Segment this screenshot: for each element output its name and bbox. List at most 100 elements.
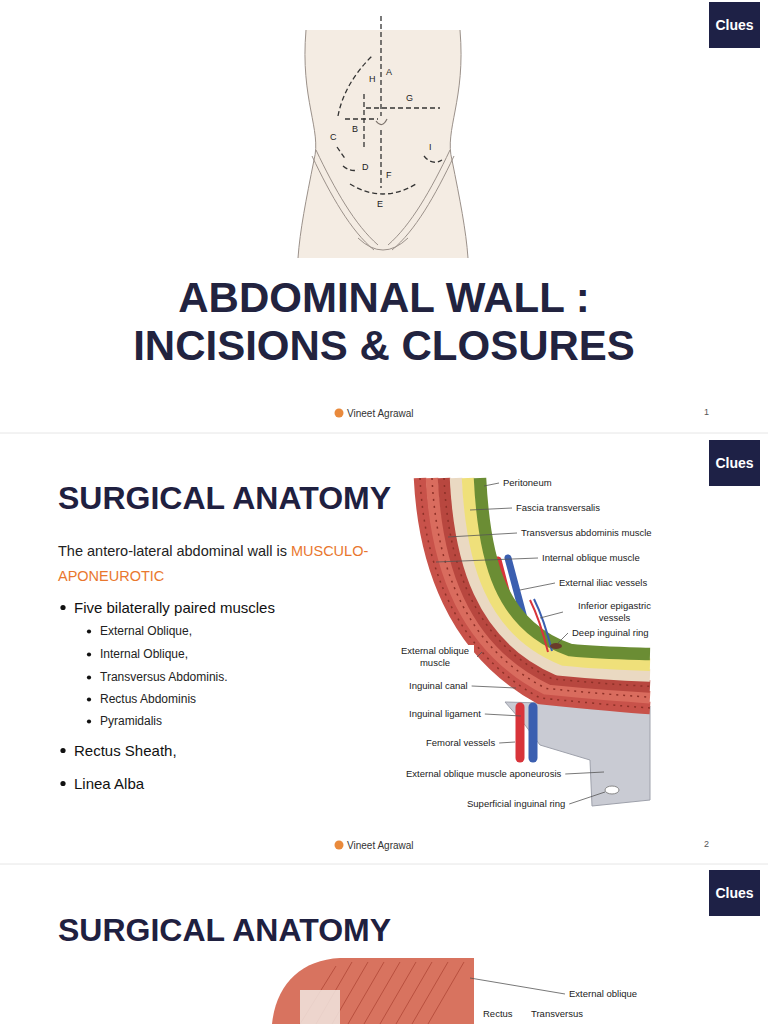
leader-line: [569, 792, 605, 804]
pubic-line: [358, 238, 408, 250]
author-name: Vineet Agrawal: [347, 407, 414, 420]
logo-text: Clues: [715, 17, 753, 33]
leader-line: [470, 508, 512, 510]
bullet-text: Linea Alba: [74, 774, 144, 793]
muscle-fibre: [364, 962, 400, 1024]
slide-heading: SURGICAL ANATOMY: [58, 910, 391, 950]
incision-line: [337, 147, 346, 160]
muscle-fibre: [380, 962, 416, 1024]
leader-line: [565, 772, 604, 774]
sub-bullet-text: Pyramidalis: [100, 714, 162, 729]
muscle-fibre: [444, 478, 650, 686]
sheath-patch: [300, 990, 340, 1024]
muscle-fibres: [420, 478, 650, 708]
sub-bullet-text: External Oblique,: [100, 624, 192, 639]
anatomy-label: External oblique muscle aponeurosis: [405, 768, 562, 780]
bullet-dot: [60, 748, 65, 753]
anatomy-label: Rectus: [482, 1008, 514, 1020]
anatomy-label: Deep inguinal ring: [571, 627, 650, 639]
bullet-dot: [87, 697, 91, 701]
deep-ring: [550, 643, 562, 649]
leader-line: [448, 533, 517, 537]
slide-divider: [0, 864, 768, 865]
anatomy-label: Inferior epigastric vessels: [566, 600, 663, 624]
muscle-fibres: [300, 962, 464, 1024]
author-dot: [335, 841, 344, 850]
logo-badge: Clues: [709, 440, 760, 486]
sub-bullet-text: Rectus Abdominis: [100, 692, 196, 707]
muscle-layer: [444, 478, 650, 686]
incision-line: [366, 107, 440, 108]
sub-bullet-text: Transversus Abdominis.: [100, 670, 228, 685]
anatomy-label: Peritoneum: [502, 477, 553, 489]
incision-letter: E: [377, 199, 383, 210]
femoral-vein: [529, 707, 538, 758]
leader-line: [436, 558, 538, 562]
logo-badge: Clues: [709, 2, 760, 48]
groin-line: [316, 150, 378, 245]
anatomy-label: Internal oblique muscle: [541, 552, 641, 564]
bullet-dot: [60, 781, 65, 786]
anatomy-label: External oblique muscle: [396, 645, 474, 669]
incision-letter: G: [406, 93, 413, 104]
incision-line: [350, 184, 416, 194]
muscle-fibre: [348, 962, 384, 1024]
leader-line: [484, 483, 499, 486]
logo-text: Clues: [715, 455, 753, 471]
torso-outline: [298, 30, 316, 258]
bullet-dot: [87, 629, 91, 633]
incision-letter: B: [352, 124, 358, 135]
femoral-artery: [516, 707, 525, 758]
groin-line: [388, 150, 450, 245]
groin-line: [312, 156, 374, 250]
fascia-layer: [456, 478, 650, 676]
incision-letter: D: [362, 162, 369, 173]
bullet-text: Five bilaterally paired muscles: [74, 598, 275, 617]
anatomy-label: External oblique: [568, 988, 638, 1000]
aponeurosis: [505, 702, 650, 806]
peritoneum-layer: [480, 478, 650, 654]
incision-line: [338, 56, 372, 116]
muscle-layer: [420, 478, 650, 708]
slide-heading: SURGICAL ANATOMY: [58, 478, 391, 518]
muscle-picture: [272, 958, 474, 1024]
muscle-fibre: [420, 478, 650, 708]
page-number: 2: [704, 839, 709, 850]
incision-line: [380, 130, 381, 188]
leader-line: [520, 583, 555, 590]
groin-line: [392, 156, 454, 250]
leader-line: [477, 652, 482, 657]
author-name: Vineet Agrawal: [347, 839, 414, 852]
wall-layers: [420, 478, 650, 708]
page-number: 1: [704, 407, 709, 418]
incision-letter: H: [369, 74, 376, 85]
anatomy-label: Transversus: [530, 1008, 584, 1020]
logo-badge: Clues: [709, 870, 760, 916]
incision-line: [380, 16, 381, 116]
bullet-dot: [60, 605, 65, 610]
superficial-ring: [605, 786, 619, 794]
anatomy-label: Femoral vessels: [425, 737, 496, 749]
anatomy-label: Inguinal ligament: [408, 708, 482, 720]
author-dot: [335, 409, 344, 418]
incision-line: [345, 118, 378, 119]
slide-divider: [0, 433, 768, 434]
bullet-dot: [87, 675, 91, 679]
intro-text: The antero-lateral abdominal wall is: [58, 543, 287, 559]
bullet-dot: [87, 652, 91, 656]
bullet-text: Rectus Sheath,: [74, 741, 177, 760]
leader-line: [558, 633, 568, 643]
bullet-dot: [87, 719, 91, 723]
leader-line: [499, 742, 515, 743]
incision-lines: [337, 16, 442, 194]
muscle-fibre: [428, 962, 464, 1024]
anatomy-label: External iliac vessels: [558, 577, 648, 589]
anatomy-label: Fascia transversalis: [515, 502, 601, 514]
sub-bullet-text: Internal Oblique,: [100, 647, 188, 662]
muscle-fibre: [412, 962, 448, 1024]
incision-letter: A: [386, 67, 392, 78]
torso-skin: [298, 30, 468, 258]
leader-line: [470, 978, 565, 994]
leader-line: [485, 714, 521, 716]
logo-text: Clues: [715, 885, 753, 901]
